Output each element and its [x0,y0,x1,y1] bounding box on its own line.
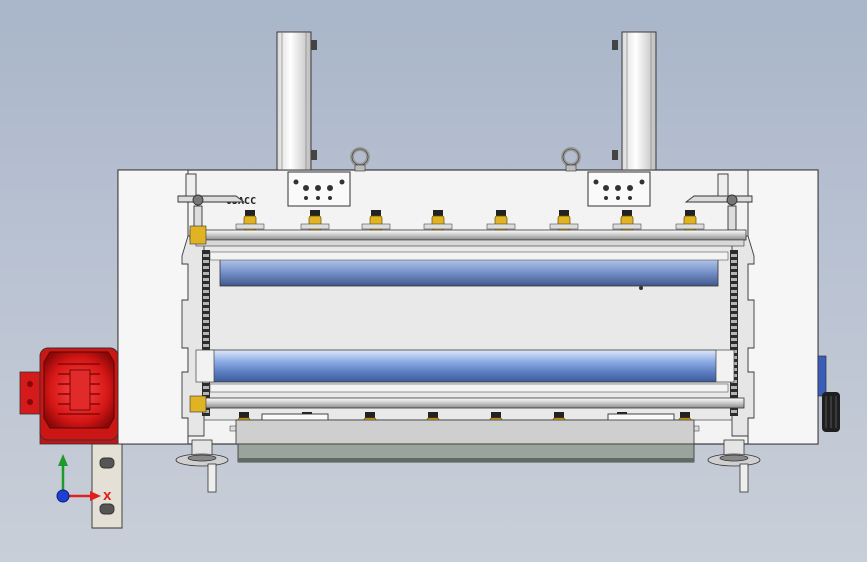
handwheel [817,355,840,432]
spray-nozzle [675,210,705,231]
top-pivot-right [684,173,753,231]
motor-bracket [91,443,123,529]
spray-nozzle [612,210,642,231]
spray-nozzle [300,210,330,231]
foot-left [175,439,229,493]
coordinate-triad: X [56,454,112,503]
spray-nozzle [361,210,391,231]
spray-nozzle [235,210,265,231]
drip-tray [235,419,695,463]
upper-nozzle-row [235,210,705,231]
top-pivot-left [177,173,246,231]
cylinder-right [612,31,657,171]
spray-nozzle [549,210,579,231]
chain-guide-left [202,250,210,416]
eye-bolt-right [561,147,581,172]
spray-nozzle [423,210,453,231]
chain-guide-right [730,250,738,416]
lower-roller [195,349,735,393]
drive-motor [19,347,119,445]
lower-spray-bar [189,395,745,413]
x-axis-label: X [103,490,112,503]
mount-block-right [587,171,651,207]
cylinder-left [276,31,317,171]
spray-nozzle [486,210,516,231]
upper-roller [209,251,729,290]
eye-bolt-left [350,147,370,172]
foot-right [707,439,761,493]
upper-spray-bar [189,225,747,247]
mount-block-left [287,171,351,207]
